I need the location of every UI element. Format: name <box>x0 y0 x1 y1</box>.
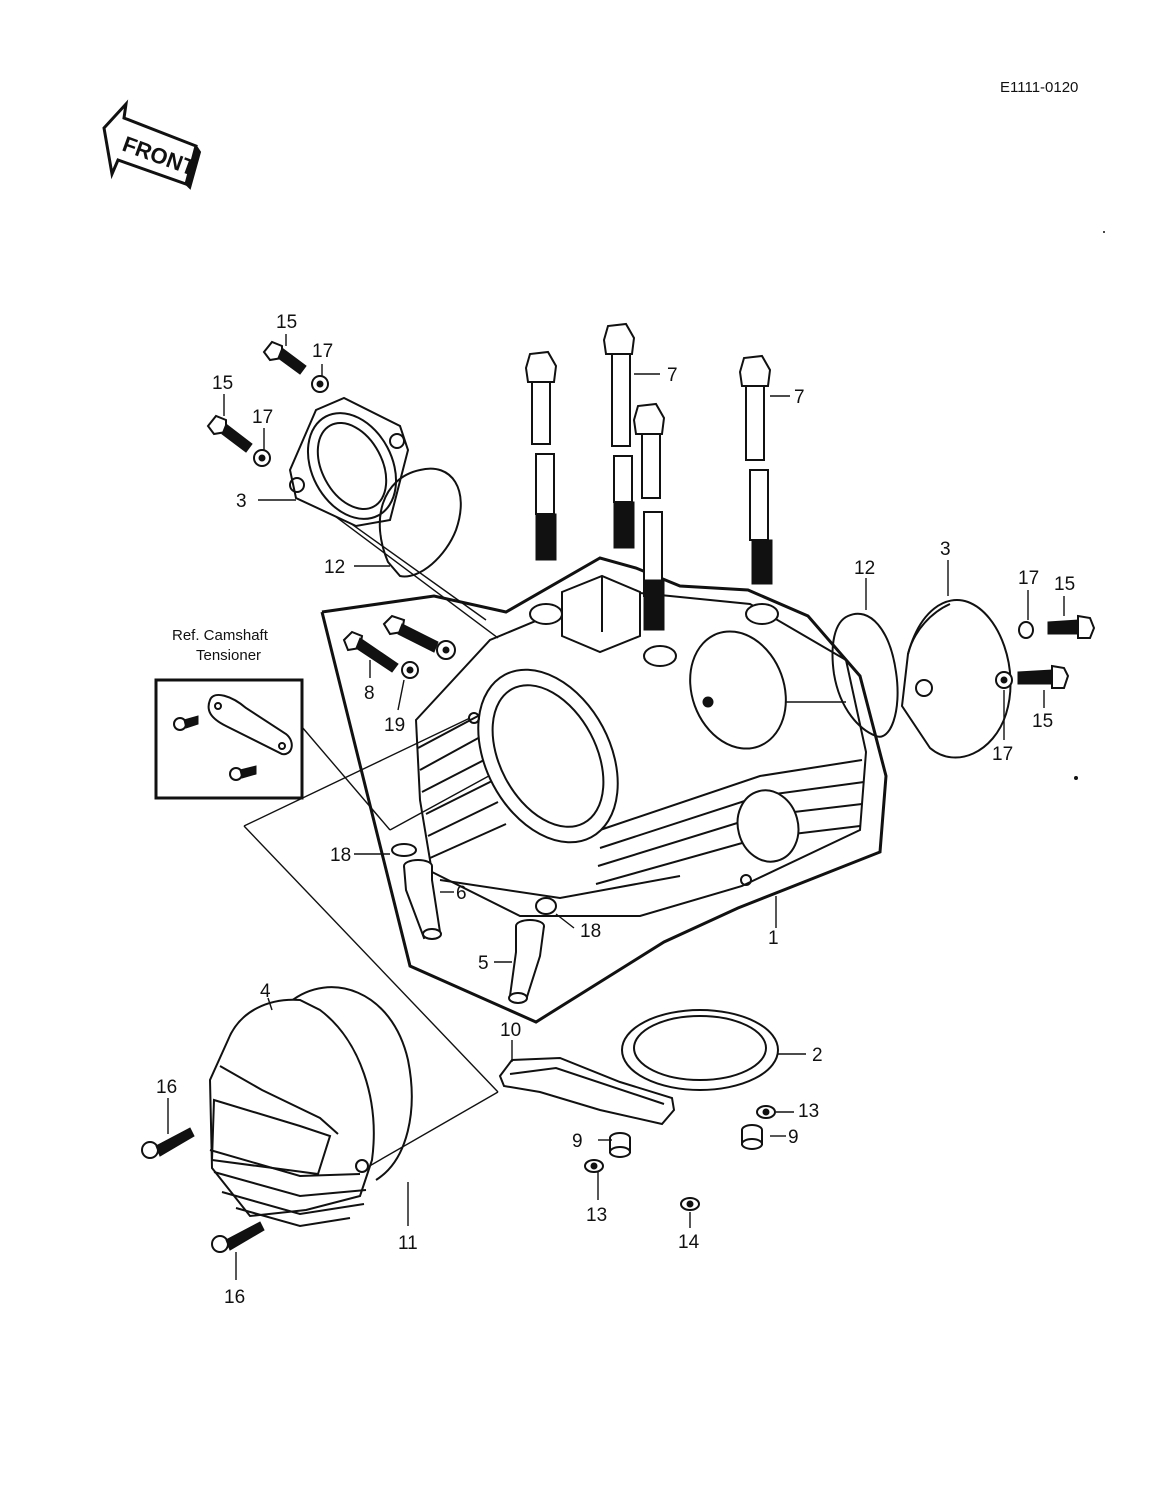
callout-10: 10 <box>500 1020 521 1041</box>
reference-label-line1: Ref. Camshaft <box>172 627 269 644</box>
head-bolts <box>524 322 773 631</box>
front-arrow-icon: FRONT <box>102 99 202 190</box>
callout-labels: 1 2 3 3 4 5 6 7 7 8 9 9 10 11 12 12 13 1… <box>156 312 1075 1308</box>
right-cover <box>900 599 1013 759</box>
bolts-right <box>1017 614 1096 689</box>
callout-7a: 7 <box>667 365 678 386</box>
callout-11: 11 <box>398 1233 418 1254</box>
reference-box: Ref. Camshaft Tensioner <box>154 627 304 800</box>
o-ring-18-b <box>535 897 557 915</box>
bolt-15-c <box>1047 614 1096 639</box>
callout-13b: 13 <box>798 1101 819 1122</box>
lower-left-cover <box>208 986 413 1228</box>
callout-13a: 13 <box>586 1205 607 1226</box>
callout-15d: 15 <box>1032 711 1053 732</box>
head-bolt-4 <box>738 354 773 585</box>
bolt-8 <box>342 630 399 673</box>
cylinder-gasket-ring <box>621 1009 779 1091</box>
callout-9a: 9 <box>572 1131 583 1152</box>
callout-6: 6 <box>456 883 467 904</box>
screw-16-b <box>211 1221 265 1253</box>
valve-guides <box>391 843 557 1004</box>
head-bolt-3 <box>632 402 666 631</box>
callout-9b: 9 <box>788 1127 799 1148</box>
bolt-15-b <box>206 414 253 453</box>
callout-3a: 3 <box>236 491 247 512</box>
callout-12a: 12 <box>324 557 345 578</box>
callout-19: 19 <box>384 715 405 736</box>
valve-guide-5 <box>508 919 545 1004</box>
reference-label-line2: Tensioner <box>196 647 261 664</box>
bolt-15-a <box>262 340 307 375</box>
callout-3b: 3 <box>940 539 951 560</box>
head-bolt-1 <box>524 350 558 561</box>
upper-left-gasket <box>378 467 462 578</box>
dowel-pin-9-b <box>741 1124 763 1150</box>
leader-lines <box>167 334 1065 1280</box>
callout-17a: 17 <box>312 341 333 362</box>
callout-4: 4 <box>260 981 271 1002</box>
callout-7b: 7 <box>794 387 805 408</box>
callout-16a: 16 <box>156 1077 177 1098</box>
bolts-8-19 <box>342 614 456 679</box>
screw-16-a <box>141 1127 195 1159</box>
callout-15a: 15 <box>276 312 297 333</box>
bolts-upper-left <box>206 340 329 467</box>
callout-15b: 15 <box>212 373 233 394</box>
right-gasket <box>831 612 899 738</box>
callout-5: 5 <box>478 953 489 974</box>
callout-8: 8 <box>364 683 375 704</box>
small-hardware <box>584 1105 776 1211</box>
callout-16b: 16 <box>224 1287 245 1308</box>
upper-left-cover <box>288 396 410 528</box>
bolt-15-d <box>1017 664 1070 689</box>
callout-15c: 15 <box>1054 574 1075 595</box>
washer-17-c <box>1018 621 1034 639</box>
ref-screw-1 <box>173 715 199 731</box>
valve-guide-6 <box>403 859 442 940</box>
o-ring-18-a <box>391 843 417 857</box>
head-bolt-2 <box>602 322 636 549</box>
callout-14: 14 <box>678 1232 700 1253</box>
diagram-code: E1111-0120 <box>1000 79 1078 96</box>
bolt-upper <box>382 614 439 653</box>
lower-left-screws <box>141 1127 265 1253</box>
gasket-strip <box>498 1056 676 1126</box>
section-outline <box>320 556 888 1024</box>
dowel-pin-9-a <box>609 1132 631 1158</box>
ref-screw-2 <box>229 765 257 781</box>
callout-12b: 12 <box>854 558 875 579</box>
callout-17b: 17 <box>252 407 273 428</box>
callout-1: 1 <box>768 928 779 949</box>
callout-17d: 17 <box>992 744 1013 765</box>
callout-2: 2 <box>812 1045 823 1066</box>
callout-17c: 17 <box>1018 568 1039 589</box>
callout-18a: 18 <box>330 845 351 866</box>
callout-18b: 18 <box>580 921 601 942</box>
